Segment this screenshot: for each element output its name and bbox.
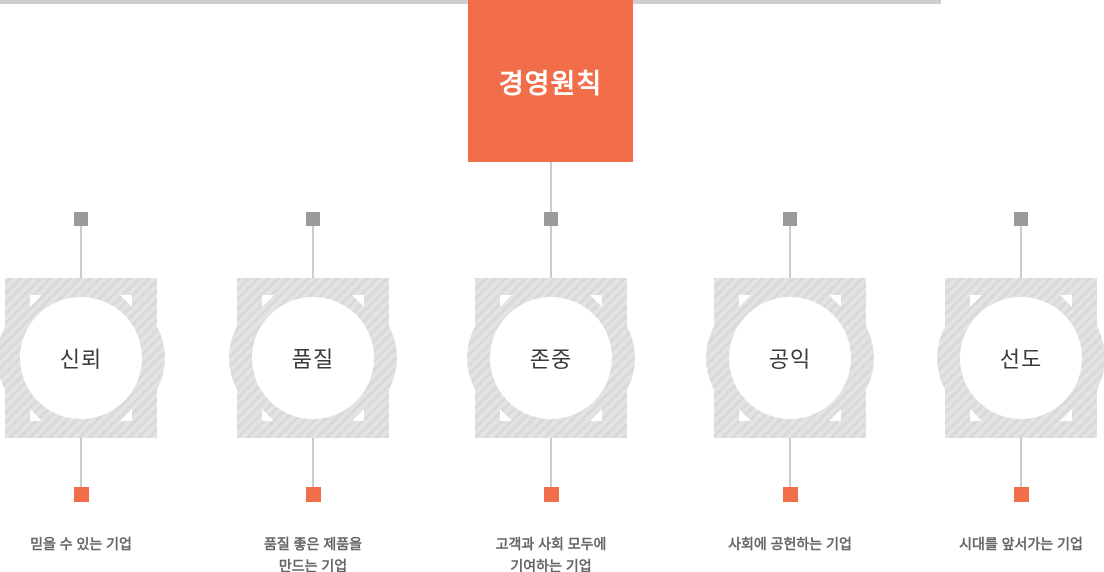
caption-line-1: 품질 좋은 제품을 [264,536,362,552]
caption-line-1: 시대를 앞서가는 기업 [959,536,1083,552]
corner-notch-bottom-right-icon [1060,409,1072,421]
corner-notch-bottom-right-icon [829,409,841,421]
node-stem-line [80,438,82,487]
node-circle: 공익 [729,297,851,419]
node-circle: 품질 [252,297,374,419]
caption-line-1: 사회에 공헌하는 기업 [728,536,852,552]
node-label: 선도 [999,347,1043,372]
value-node: 공익 [706,278,874,438]
corner-notch-top-right-icon [120,295,132,307]
node-stem-line [1020,438,1022,487]
node-drop-line [312,226,314,278]
caption-line-1: 고객과 사회 모두에 [495,536,607,552]
node-drop-line [789,226,791,278]
node-marker-square [544,487,559,502]
node-marker-square [783,487,798,502]
node-circle: 선도 [960,297,1082,419]
corner-notch-top-left-icon [262,295,274,307]
corner-notch-bottom-left-icon [30,409,42,421]
node-label: 공익 [768,347,812,372]
corner-notch-top-right-icon [1060,295,1072,307]
corner-notch-top-left-icon [500,295,512,307]
value-node: 선도 [937,278,1104,438]
junction-square [783,212,797,226]
corner-notch-top-left-icon [739,295,751,307]
node-caption: 사회에 공헌하는 기업 [675,533,905,555]
value-node: 품질 [229,278,397,438]
corner-notch-bottom-left-icon [970,409,982,421]
node-marker-square [74,487,89,502]
node-label: 품질 [291,347,335,372]
corner-notch-top-right-icon [352,295,364,307]
corner-notch-bottom-left-icon [739,409,751,421]
node-drop-line [80,226,82,278]
trunk-connector-line [550,162,552,216]
node-circle: 신뢰 [20,297,142,419]
corner-notch-top-right-icon [829,295,841,307]
node-drop-line [550,226,552,278]
node-caption: 고객과 사회 모두에 기여하는 기업 [436,533,666,572]
value-node: 존중 [467,278,635,438]
corner-notch-top-left-icon [970,295,982,307]
corner-notch-top-right-icon [590,295,602,307]
corner-notch-bottom-right-icon [590,409,602,421]
node-circle: 존중 [490,297,612,419]
node-caption: 시대를 앞서가는 기업 [906,533,1104,555]
node-marker-square [306,487,321,502]
caption-line-2: 기여하는 기업 [510,558,592,572]
corner-notch-top-left-icon [30,295,42,307]
node-drop-line [1020,226,1022,278]
node-marker-square [1014,487,1029,502]
corner-notch-bottom-right-icon [120,409,132,421]
title-box: 경영원칙 [468,0,633,162]
node-caption: 품질 좋은 제품을 만드는 기업 [198,533,428,572]
corner-notch-bottom-left-icon [262,409,274,421]
node-stem-line [789,438,791,487]
junction-square [74,212,88,226]
value-node: 신뢰 [0,278,165,438]
corner-notch-bottom-left-icon [500,409,512,421]
junction-square [306,212,320,226]
junction-square [1014,212,1028,226]
caption-line-2: 만드는 기업 [278,558,348,572]
node-label: 신뢰 [59,347,103,372]
corner-notch-bottom-right-icon [352,409,364,421]
junction-square [544,212,558,226]
diagram-title: 경영원칙 [498,68,603,99]
caption-line-1: 믿을 수 있는 기업 [30,536,132,552]
node-stem-line [312,438,314,487]
node-label: 존중 [529,347,573,372]
node-caption: 믿을 수 있는 기업 [0,533,196,555]
node-stem-line [550,438,552,487]
